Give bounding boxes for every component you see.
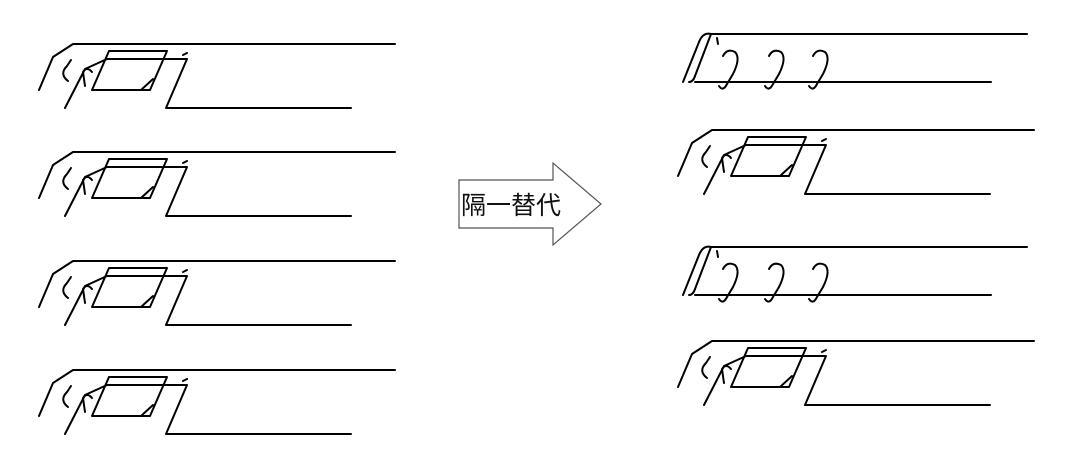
- inner-hook: [779, 164, 793, 177]
- inner-square: [91, 376, 168, 417]
- left-hook-b: [721, 154, 732, 173]
- back-outline: [38, 151, 396, 199]
- left-hook-b: [82, 176, 93, 195]
- front-outline: [64, 58, 352, 109]
- arrow-label: 隔一替代: [461, 191, 561, 220]
- left-loop-bottom: [688, 75, 696, 83]
- back-outline: [38, 369, 396, 417]
- upper-bar: [694, 33, 1028, 77]
- inner-hook: [779, 375, 793, 388]
- left-hook-a: [62, 59, 72, 82]
- arrow-shape: [458, 161, 602, 247]
- inner-hook: [140, 78, 154, 91]
- left-hook-a: [62, 385, 72, 408]
- left-leg: [682, 41, 700, 83]
- open-hooks-unit: [682, 32, 1028, 90]
- open-hooks-unit: [682, 245, 1028, 303]
- right-hook: [821, 138, 827, 142]
- front-outline: [64, 384, 352, 435]
- closed-stirrup-unit: [38, 369, 396, 435]
- right-hook: [182, 160, 188, 164]
- tie-hook: [808, 262, 829, 303]
- tie-hook: [764, 49, 785, 90]
- right-hook: [821, 349, 827, 353]
- inner-square: [91, 267, 168, 308]
- inner-hook: [140, 404, 154, 417]
- front-outline: [64, 275, 352, 326]
- closed-stirrup-unit: [677, 340, 1035, 406]
- inner-square: [730, 347, 807, 388]
- closed-stirrup-unit: [38, 151, 396, 217]
- left-hook-a: [62, 276, 72, 299]
- left-loop: [698, 32, 712, 43]
- front-outline: [64, 166, 352, 217]
- tie-hook: [718, 262, 739, 303]
- front-outline: [703, 144, 991, 195]
- start-tick: [716, 37, 719, 45]
- inner-hook: [140, 295, 154, 308]
- left-hook-b: [82, 285, 93, 304]
- closed-stirrup-unit: [38, 43, 396, 109]
- inner-square: [91, 158, 168, 199]
- start-tick: [716, 250, 719, 258]
- right-hook: [182, 378, 188, 382]
- right-column: [677, 32, 1035, 406]
- left-loop-bottom: [688, 288, 696, 296]
- left-hook-b: [721, 365, 732, 384]
- back-outline: [677, 340, 1035, 388]
- left-hook-a: [701, 145, 711, 168]
- upper-bar: [694, 246, 1028, 290]
- inner-square: [91, 50, 168, 91]
- left-hook-a: [62, 167, 72, 190]
- tie-hook: [718, 49, 739, 90]
- replace-arrow: 隔一替代: [458, 161, 602, 247]
- inner-square: [730, 136, 807, 177]
- left-hook-b: [82, 394, 93, 413]
- right-hook: [182, 52, 188, 56]
- back-outline: [38, 260, 396, 308]
- left-loop: [698, 245, 712, 256]
- back-outline: [677, 129, 1035, 177]
- right-hook: [182, 269, 188, 273]
- front-outline: [703, 355, 991, 406]
- left-leg: [682, 254, 700, 296]
- tie-hook: [764, 262, 785, 303]
- closed-stirrup-unit: [677, 129, 1035, 195]
- left-hook-b: [82, 68, 93, 87]
- closed-stirrup-unit: [38, 260, 396, 326]
- inner-hook: [140, 186, 154, 199]
- tie-hook: [808, 49, 829, 90]
- left-hook-a: [701, 356, 711, 379]
- left-column: [38, 43, 396, 435]
- back-outline: [38, 43, 396, 91]
